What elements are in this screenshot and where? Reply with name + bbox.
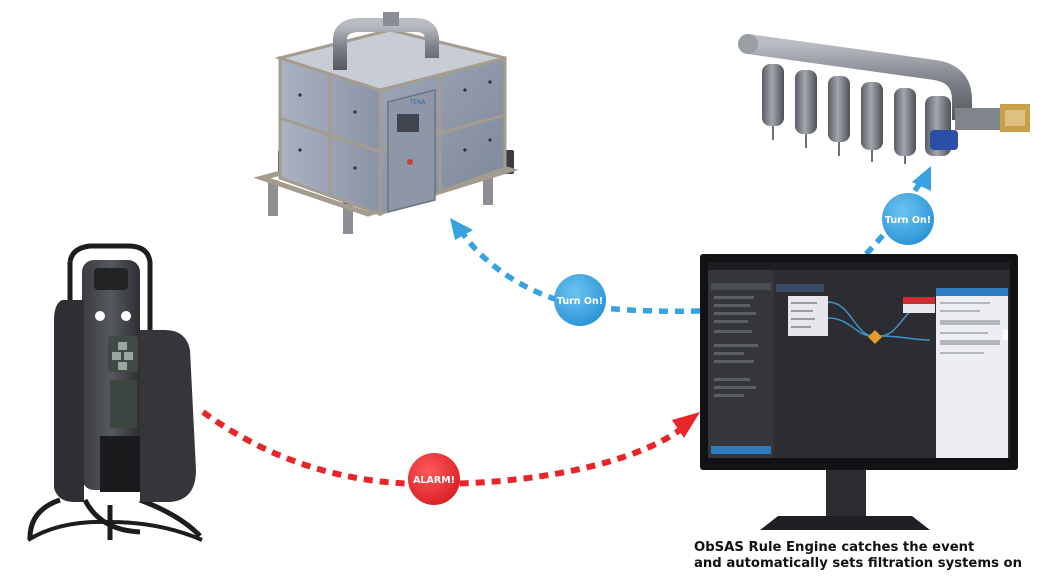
filtration-line-icon: [738, 34, 1030, 164]
turn-on-left-badge-label: Turn On!: [557, 296, 603, 307]
turn-on-right-arrowhead: [912, 166, 931, 191]
filtration-unit-box-icon: TEKA: [253, 12, 519, 234]
turn-on-right-badge: Turn On!: [882, 193, 934, 245]
turn-on-left-arrowhead: [450, 218, 473, 240]
alarm-arrowhead: [672, 412, 700, 438]
laser-scanner-sensor-icon: [26, 243, 203, 542]
turn-on-right-badge-label: Turn On!: [885, 215, 931, 226]
rule-engine-caption: ObSAS Rule Engine catches the event and …: [694, 540, 1039, 572]
turn-on-left-badge: Turn On!: [554, 274, 606, 326]
svg-text:TEKA: TEKA: [409, 99, 426, 106]
caption-line-1: ObSAS Rule Engine catches the event: [694, 540, 975, 555]
turn-on-right-arrow-path: [864, 181, 923, 256]
alarm-badge: ALARM!: [408, 453, 460, 505]
rule-engine-monitor-icon: [700, 254, 1018, 530]
caption-line-2: and automatically sets filtration system…: [694, 556, 1022, 571]
alarm-badge-label: ALARM!: [413, 475, 455, 486]
